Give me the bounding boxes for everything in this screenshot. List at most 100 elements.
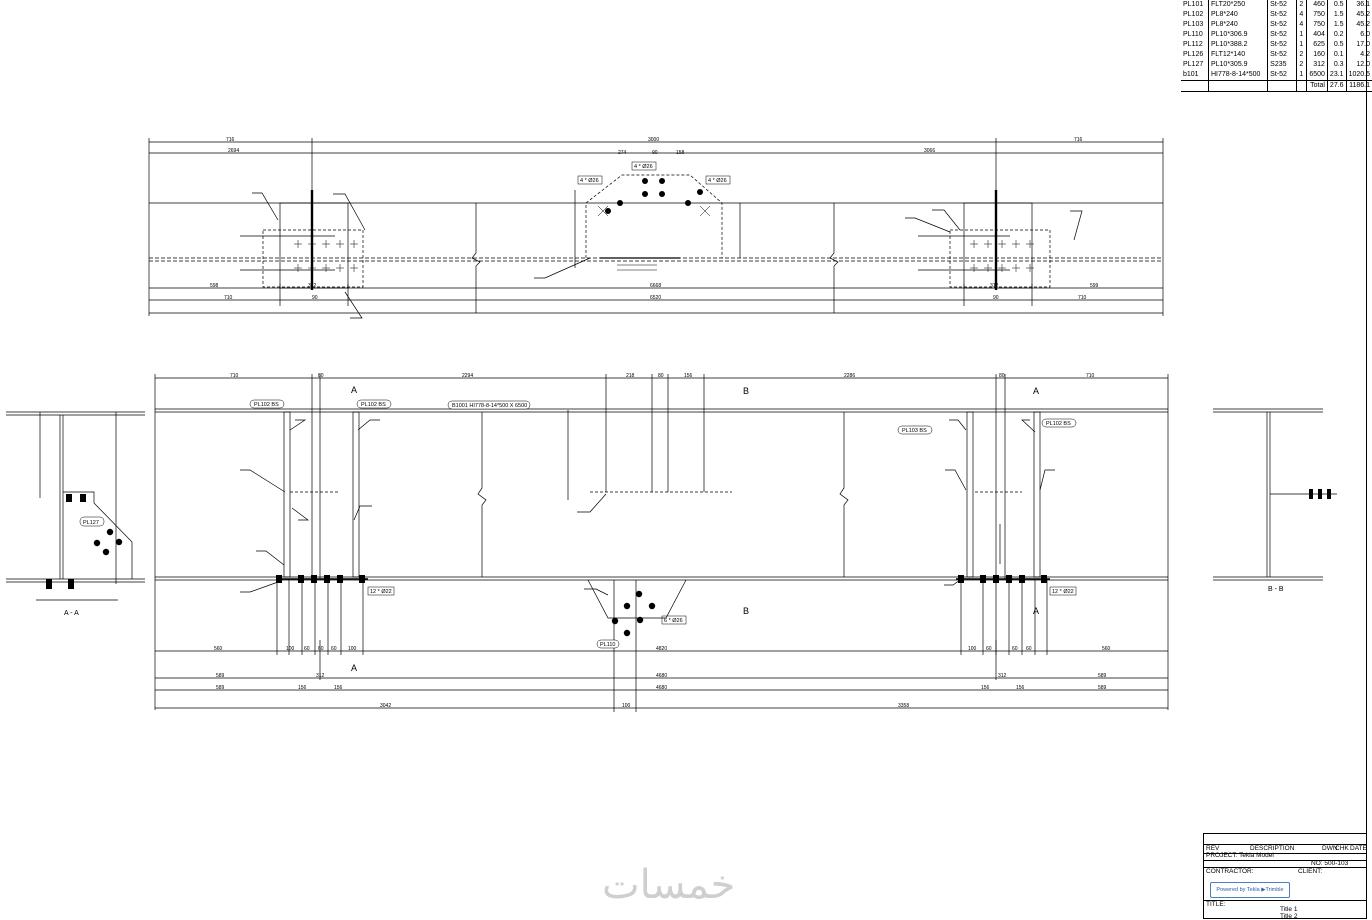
dim: 560: [214, 646, 223, 652]
dim: 60: [304, 646, 310, 652]
bom-cell: PL110: [1183, 31, 1203, 38]
bolt-callout: 4 * Ø26: [580, 178, 599, 184]
bom-cell: PL127: [1183, 61, 1204, 68]
dim: 4680: [656, 685, 667, 691]
divider: [1204, 867, 1367, 868]
bom-cell: b101: [1183, 71, 1199, 78]
plan-bolts: [605, 178, 703, 214]
bom-cell: St-52: [1267, 40, 1297, 50]
bom-cell: PL10*306.9: [1207, 30, 1268, 40]
sheet-border: [1366, 0, 1367, 919]
dim: 312: [990, 283, 999, 289]
part-mark: PL102 BS: [361, 402, 386, 408]
bom-cell: 1.5: [1326, 10, 1347, 20]
bom-cell: St-52: [1267, 20, 1297, 30]
dim: 589: [216, 673, 225, 679]
chk-header: CHK: [1335, 845, 1349, 852]
section-mark-a: A: [1033, 606, 1039, 616]
bom-cell: St-52: [1267, 0, 1297, 10]
bom-cell: 312: [1306, 60, 1328, 70]
section-mark-a: A: [1033, 386, 1039, 396]
plan-dimension-text: 716 3000 716 2694 3066 274 90 158 598 66…: [210, 137, 1099, 301]
bom-cell: PL101: [1183, 1, 1204, 8]
dim: 90: [652, 150, 658, 156]
divider: [1204, 860, 1367, 861]
dim: 312: [316, 673, 325, 679]
bom-cell: 160: [1306, 50, 1328, 60]
bom-cell: PL10*305.9: [1207, 60, 1268, 70]
part-mark: PL102 BS: [1046, 421, 1071, 427]
dim: 3000: [648, 137, 659, 143]
section-b-b-bolts: [1309, 489, 1331, 499]
bom-cell: 2: [1295, 60, 1307, 70]
dim: 589: [216, 685, 225, 691]
bolt-callout: 4 * Ø26: [634, 164, 653, 170]
part-mark: PL110: [600, 642, 616, 648]
elevation-view: [154, 374, 1169, 712]
dim: 4820: [656, 646, 667, 652]
bom-cell: PL8*240: [1207, 10, 1268, 20]
bom-cell: PL126: [1183, 51, 1204, 58]
dim: 2294: [462, 373, 473, 379]
bom-cell: 1.5: [1326, 20, 1347, 30]
dim: 80: [658, 373, 664, 379]
divider: [1204, 900, 1367, 901]
bom-cell: 0.5: [1326, 40, 1347, 50]
title-1: Title 1: [1280, 906, 1298, 913]
dim: 710: [224, 295, 233, 301]
dim: 156: [1016, 685, 1025, 691]
bom-cell: 0.2: [1326, 30, 1347, 40]
dim: 156: [684, 373, 693, 379]
dim: 710: [1086, 373, 1095, 379]
bom-cell: 0.1: [1326, 50, 1347, 60]
elevation-part-marks: PL102 BS PL102 BS PL103 BS PL102 BS B 100…: [79, 399, 1077, 649]
section-title-b-b: B - B: [1268, 586, 1284, 593]
part-mark: PL103 BS: [902, 428, 927, 434]
bolt-callout: 4 * Ø26: [708, 178, 727, 184]
dim: 312: [998, 673, 1007, 679]
watermark: خمسات: [602, 862, 736, 908]
bom-cell: St-52: [1267, 10, 1297, 20]
bom-cell: FLT12*140: [1207, 50, 1268, 60]
dim: 80: [318, 373, 324, 379]
bom-cell: 460: [1306, 0, 1328, 10]
dim: 3042: [380, 703, 391, 709]
bom-cell: PL10*388.2: [1207, 40, 1268, 50]
bom-cell: 1: [1295, 30, 1307, 40]
section-title-a-a: A - A: [64, 610, 79, 617]
bom-cell: 750: [1306, 10, 1328, 20]
bom-cell: 1020.5: [1345, 70, 1372, 81]
bom-cell: PL103: [1183, 21, 1204, 28]
bom-cell: HI778-8-14*500: [1207, 70, 1268, 81]
section-mark-b: B: [743, 606, 749, 616]
bom-cell: 1: [1295, 40, 1307, 50]
dim: 60: [1012, 646, 1018, 652]
dim: 60: [331, 646, 337, 652]
project-label: PROJECT: Tekla Model: [1206, 852, 1274, 859]
bom-total-cell: [1181, 80, 1209, 92]
drawing-number: NO: 500-103: [1311, 860, 1349, 867]
bolt-callout: 12 * Ø22: [1052, 589, 1074, 595]
dim: 100: [968, 646, 977, 652]
part-mark: PL102 BS: [254, 402, 279, 408]
dim: 274: [618, 150, 627, 156]
bom-cell: St-52: [1267, 30, 1297, 40]
dim: 598: [210, 283, 219, 289]
plan-crosshairs: [294, 205, 1034, 272]
bom-cell: 6500: [1306, 70, 1328, 81]
bom-cell: St-52: [1267, 70, 1297, 81]
section-mark-a: A: [351, 663, 357, 673]
dim: 158: [676, 150, 685, 156]
bom-total-cell: 1186.1: [1345, 80, 1372, 92]
dwn-header: DWN: [1322, 845, 1338, 852]
bom-cell: 6.0: [1345, 30, 1372, 40]
dim: 100: [286, 646, 295, 652]
dim: 156: [981, 685, 990, 691]
dim: 716: [226, 137, 235, 143]
